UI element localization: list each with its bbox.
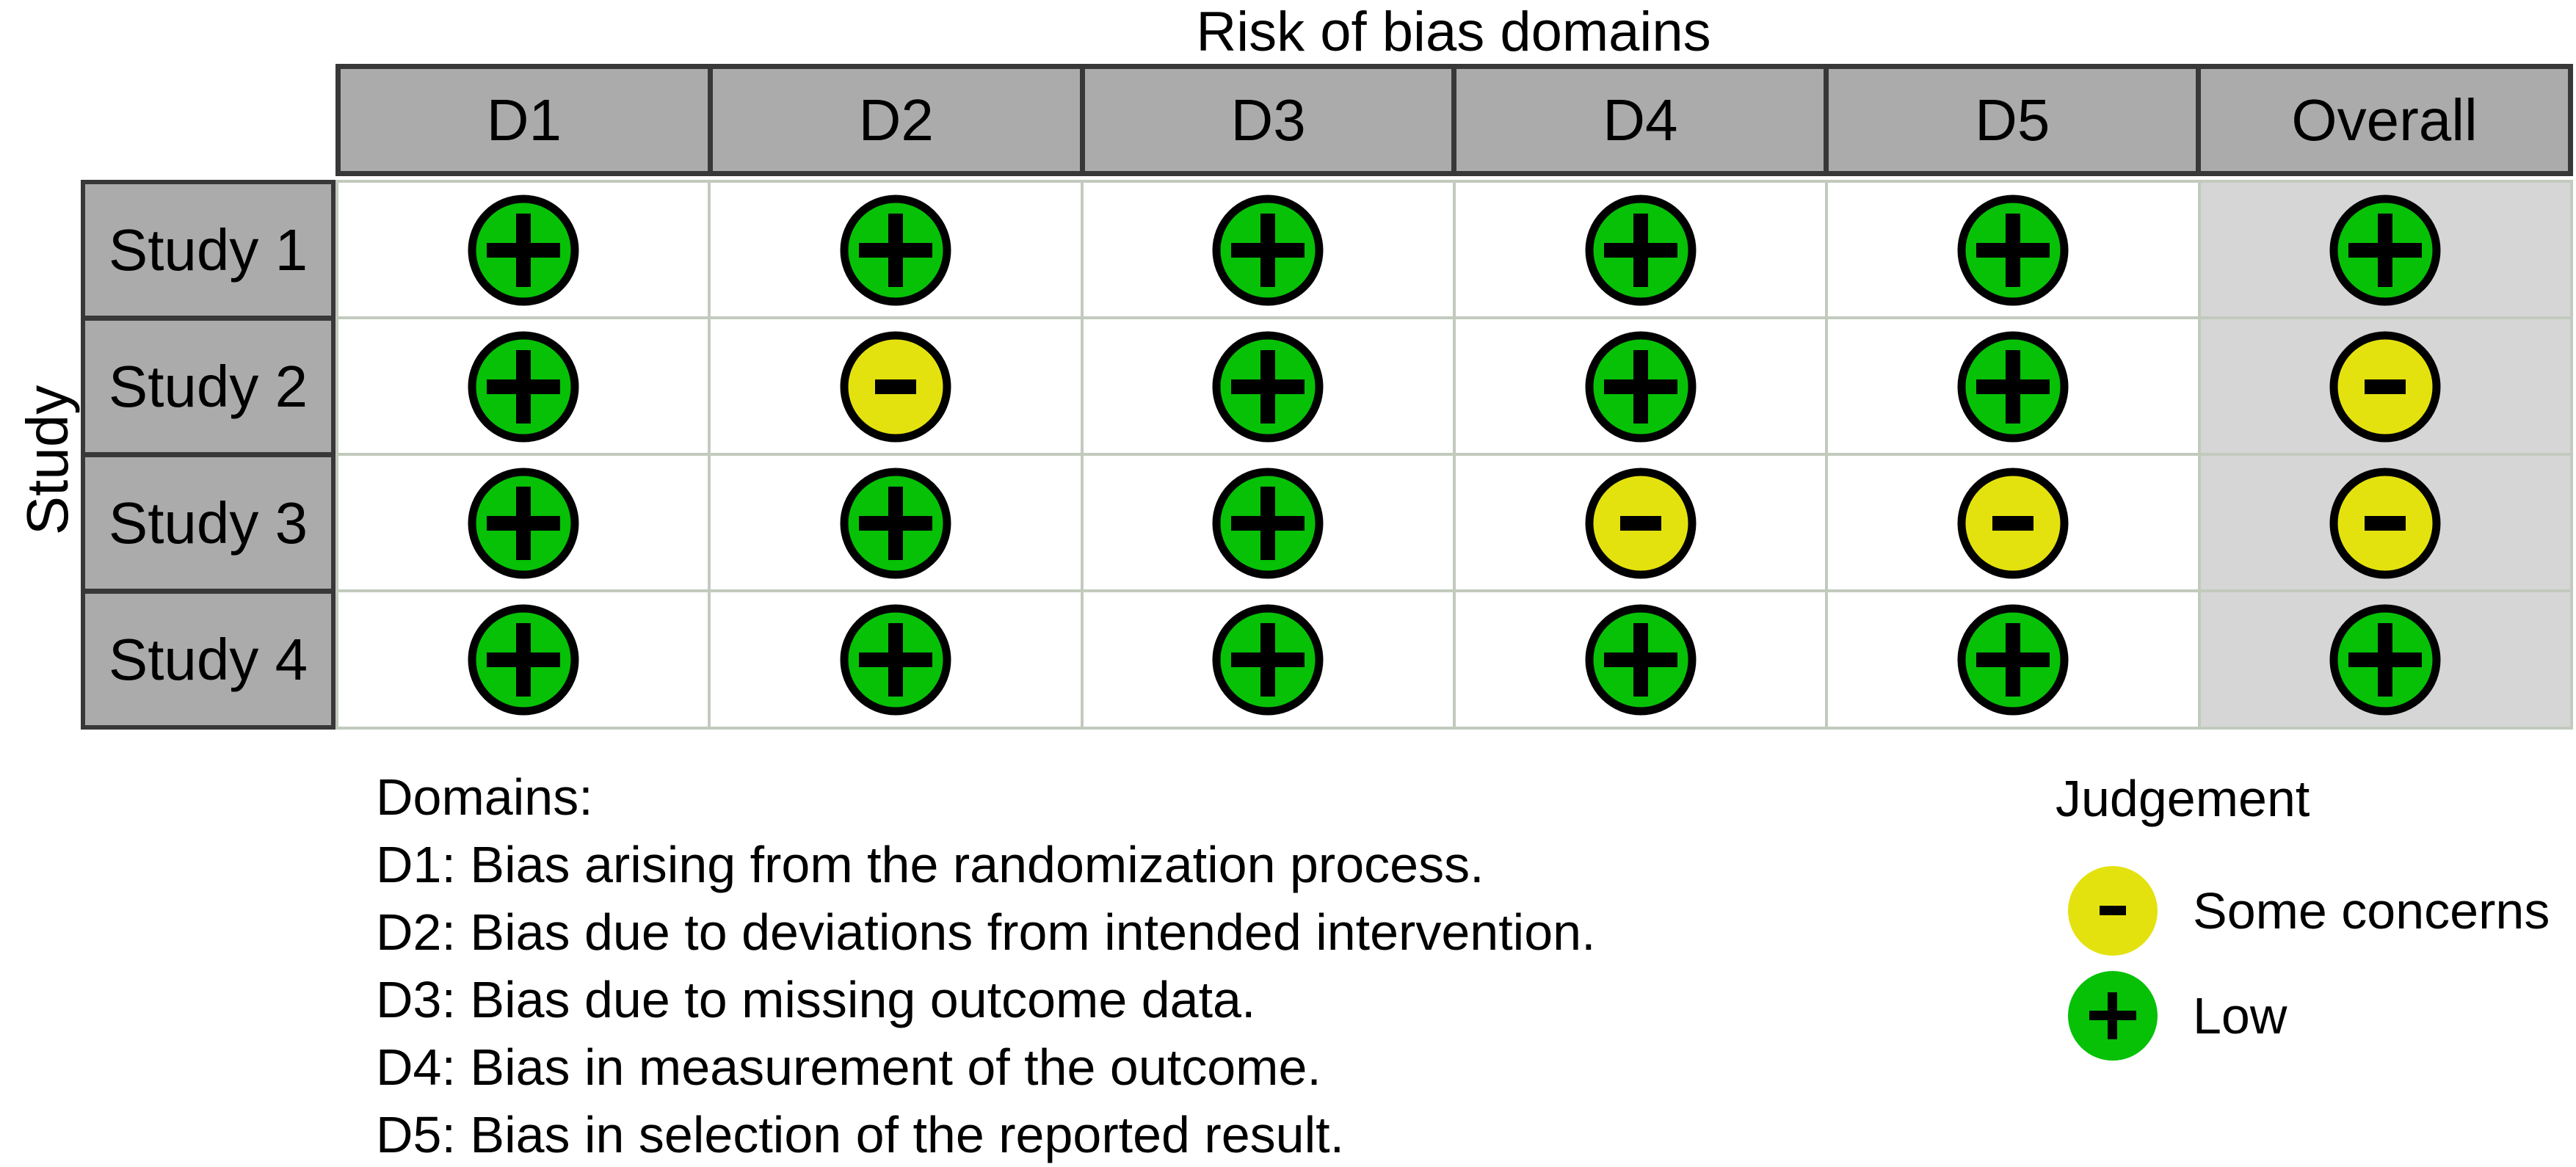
low-risk-icon — [468, 194, 579, 305]
low-risk-icon — [1585, 604, 1697, 715]
footnote-line: D3: Bias due to missing outcome data. — [376, 971, 1256, 1028]
judgement-cell — [708, 589, 1084, 730]
judgement-cell — [2197, 180, 2573, 320]
column-header-d4: D4 — [1451, 64, 1829, 176]
column-header-d1: D1 — [335, 64, 713, 176]
column-header-d3: D3 — [1079, 64, 1457, 176]
legend-title: Judgement — [2056, 770, 2310, 827]
low-risk-icon — [468, 468, 579, 578]
legend-label: Low — [2193, 987, 2287, 1044]
low-risk-icon — [1585, 194, 1697, 305]
row-label: Study 4 — [81, 589, 335, 730]
legend-label: Some concerns — [2193, 882, 2550, 939]
judgement-cell — [335, 316, 711, 457]
judgement-cell — [2197, 589, 2573, 730]
low-risk-icon — [1212, 331, 1324, 442]
footnote-line: D2: Bias due to deviations from intended… — [376, 904, 1596, 961]
study-axis-label: Study — [15, 385, 80, 536]
low-risk-icon — [1212, 194, 1324, 305]
low-risk-icon — [468, 331, 579, 442]
row-label: Study 1 — [81, 180, 335, 320]
table-row: Study 1 — [81, 180, 2573, 320]
table-row: Study 2 — [81, 316, 2573, 457]
low-risk-icon — [1957, 604, 2069, 715]
judgement-cell — [708, 453, 1084, 593]
some-concerns-icon — [840, 331, 951, 442]
column-header-d2: D2 — [707, 64, 1085, 176]
judgement-cell — [335, 180, 711, 320]
judgement-cell — [1080, 180, 1456, 320]
row-label: Study 2 — [81, 316, 335, 457]
judgement-cell — [708, 316, 1084, 457]
judgement-cell — [335, 589, 711, 730]
table-row: Study 4 — [81, 589, 2573, 730]
low-risk-icon — [840, 194, 951, 305]
judgement-cell — [1452, 316, 1829, 457]
low-risk-icon — [468, 604, 579, 715]
judgement-cell — [1080, 589, 1456, 730]
column-header-d5: D5 — [1824, 64, 2202, 176]
some-concerns-icon — [2329, 331, 2441, 442]
low-risk-icon — [1957, 331, 2069, 442]
judgement-cell — [335, 453, 711, 593]
judgement-cell — [708, 180, 1084, 320]
judgement-cell — [1452, 180, 1829, 320]
some-concerns-icon — [2068, 866, 2158, 956]
low-risk-icon — [1585, 331, 1697, 442]
some-concerns-icon — [2329, 468, 2441, 578]
judgement-cell — [1080, 316, 1456, 457]
low-risk-icon — [2329, 194, 2441, 305]
judgement-cell — [1452, 453, 1829, 593]
some-concerns-icon — [1585, 468, 1697, 578]
legend-item-some_concerns: Some concerns — [2068, 866, 2550, 956]
footnote-line: D1: Bias arising from the randomization … — [376, 836, 1484, 893]
legend-item-low: Low — [2068, 971, 2550, 1061]
footnote-line: D5: Bias in selection of the reported re… — [376, 1106, 1345, 1163]
judgement-cell — [1825, 180, 2201, 320]
judgement-cell — [1825, 316, 2201, 457]
figure-title: Risk of bias domains — [1196, 1, 1711, 63]
judgement-cell — [1825, 453, 2201, 593]
footnote-line: D4: Bias in measurement of the outcome. — [376, 1039, 1321, 1096]
low-risk-icon — [840, 468, 951, 578]
low-risk-icon — [1212, 468, 1324, 578]
judgement-cell — [1080, 453, 1456, 593]
domains-footnote: Domains: D1: Bias arising from the rando… — [376, 763, 1596, 1167]
judgement-cell — [1452, 589, 1829, 730]
low-risk-icon — [2329, 604, 2441, 715]
table-row: Study 3 — [81, 453, 2573, 593]
row-label: Study 3 — [81, 453, 335, 593]
low-risk-icon — [1212, 604, 1324, 715]
low-risk-icon — [840, 604, 951, 715]
some-concerns-icon — [1957, 468, 2069, 578]
judgement-cell — [2197, 316, 2573, 457]
judgement-cell — [2197, 453, 2573, 593]
low-risk-icon — [2068, 971, 2158, 1061]
column-header-overall: Overall — [2196, 64, 2573, 176]
low-risk-icon — [1957, 194, 2069, 305]
judgement-cell — [1825, 589, 2201, 730]
footnote-heading: Domains: — [376, 768, 593, 826]
